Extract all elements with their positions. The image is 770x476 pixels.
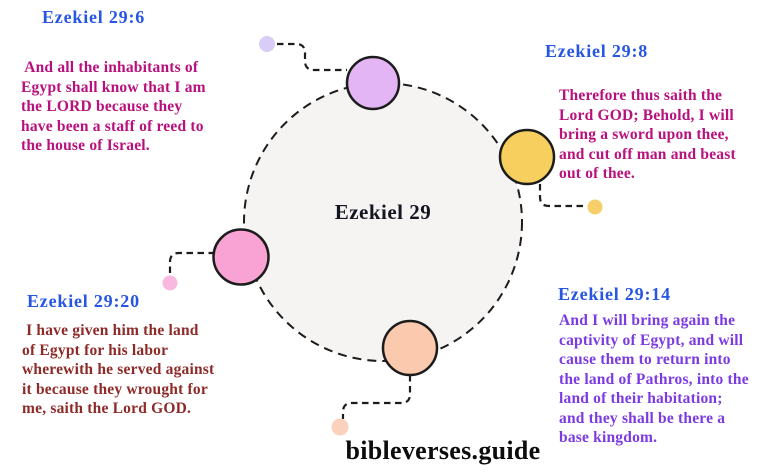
site-watermark: bibleverses.guide [345, 436, 541, 465]
dot-yellow [587, 199, 603, 215]
verse-heading-29-8: Ezekiel 29:8 [545, 41, 649, 61]
verse-heading-29-6: Ezekiel 29:6 [42, 7, 146, 27]
node-pink [212, 228, 270, 286]
verse-body-29-8: Therefore thus saith the Lord GOD; Behol… [559, 87, 736, 182]
verse-block-29-14: Ezekiel 29:14 And I will bring again the… [558, 283, 749, 448]
node-peach [381, 319, 439, 377]
center-circle-title: Ezekiel 29 [334, 200, 432, 224]
connector-bottom [341, 375, 412, 419]
node-purple [345, 55, 401, 111]
connector-left [168, 251, 215, 274]
center-circle [243, 82, 523, 362]
verse-heading-29-20: Ezekiel 29:20 [27, 291, 140, 311]
dot-peach [331, 418, 349, 436]
dot-lavender [259, 36, 275, 52]
verse-block-29-20: Ezekiel 29:20 I have given him the land … [22, 290, 214, 419]
connector-right [538, 184, 586, 208]
dot-pink [162, 275, 178, 291]
verse-heading-29-14: Ezekiel 29:14 [558, 284, 671, 304]
connector-top [277, 42, 347, 72]
verse-body-29-14: And I will bring again the captivity of … [559, 312, 749, 446]
node-yellow [498, 128, 556, 186]
verse-block-29-8: Ezekiel 29:8 Therefore thus saith the Lo… [545, 40, 736, 184]
verse-block-29-6: Ezekiel 29:6 And all the inhabitants of … [21, 6, 206, 156]
verse-body-29-20: I have given him the land of Egypt for h… [22, 322, 215, 417]
verse-body-29-6: And all the inhabitants of Egypt shall k… [21, 59, 206, 154]
